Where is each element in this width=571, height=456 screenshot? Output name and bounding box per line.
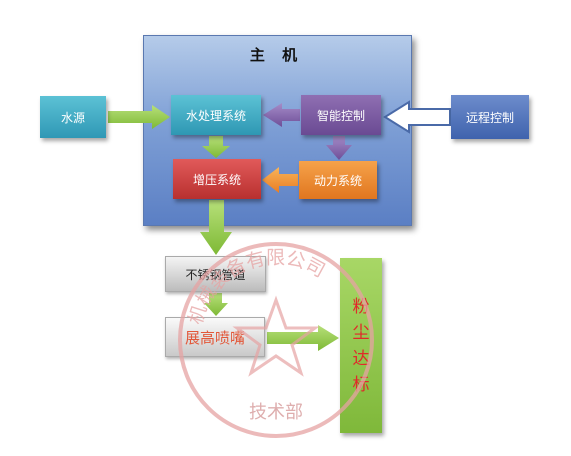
arrow-power-to-pressurization — [262, 167, 298, 193]
smart-control-node: 智能控制 — [301, 95, 381, 135]
dust-char-1: 粉 — [352, 296, 370, 317]
arrow-water-to-treatment — [108, 105, 170, 129]
dust-standard-node: 粉 尘 达 标 — [340, 258, 382, 433]
arrow-pipe-to-nozzle — [204, 293, 228, 316]
stainless-pipe-node: 不锈钢管道 — [165, 256, 266, 292]
arrow-pressurization-to-pipe — [200, 200, 232, 255]
pressurization-node: 增压系统 — [173, 159, 261, 199]
arrow-treatment-to-pressurization — [202, 136, 230, 158]
power-system-node: 动力系统 — [299, 161, 377, 199]
arrow-smart-to-treatment — [263, 103, 300, 127]
water-source-node: 水源 — [40, 96, 106, 138]
main-title: 主 机 — [249, 46, 304, 64]
dust-char-4: 标 — [352, 374, 370, 395]
arrow-nozzle-to-dust — [267, 325, 339, 351]
dust-char-2: 尘 — [352, 322, 370, 343]
remote-control-node: 远程控制 — [451, 95, 529, 139]
arrow-smart-to-power — [326, 136, 352, 160]
dust-char-3: 达 — [352, 348, 370, 369]
arrow-remote-to-smart — [383, 100, 451, 134]
nozzle-node: 展高喷嘴 — [165, 317, 265, 357]
water-treatment-node: 水处理系统 — [171, 95, 261, 135]
